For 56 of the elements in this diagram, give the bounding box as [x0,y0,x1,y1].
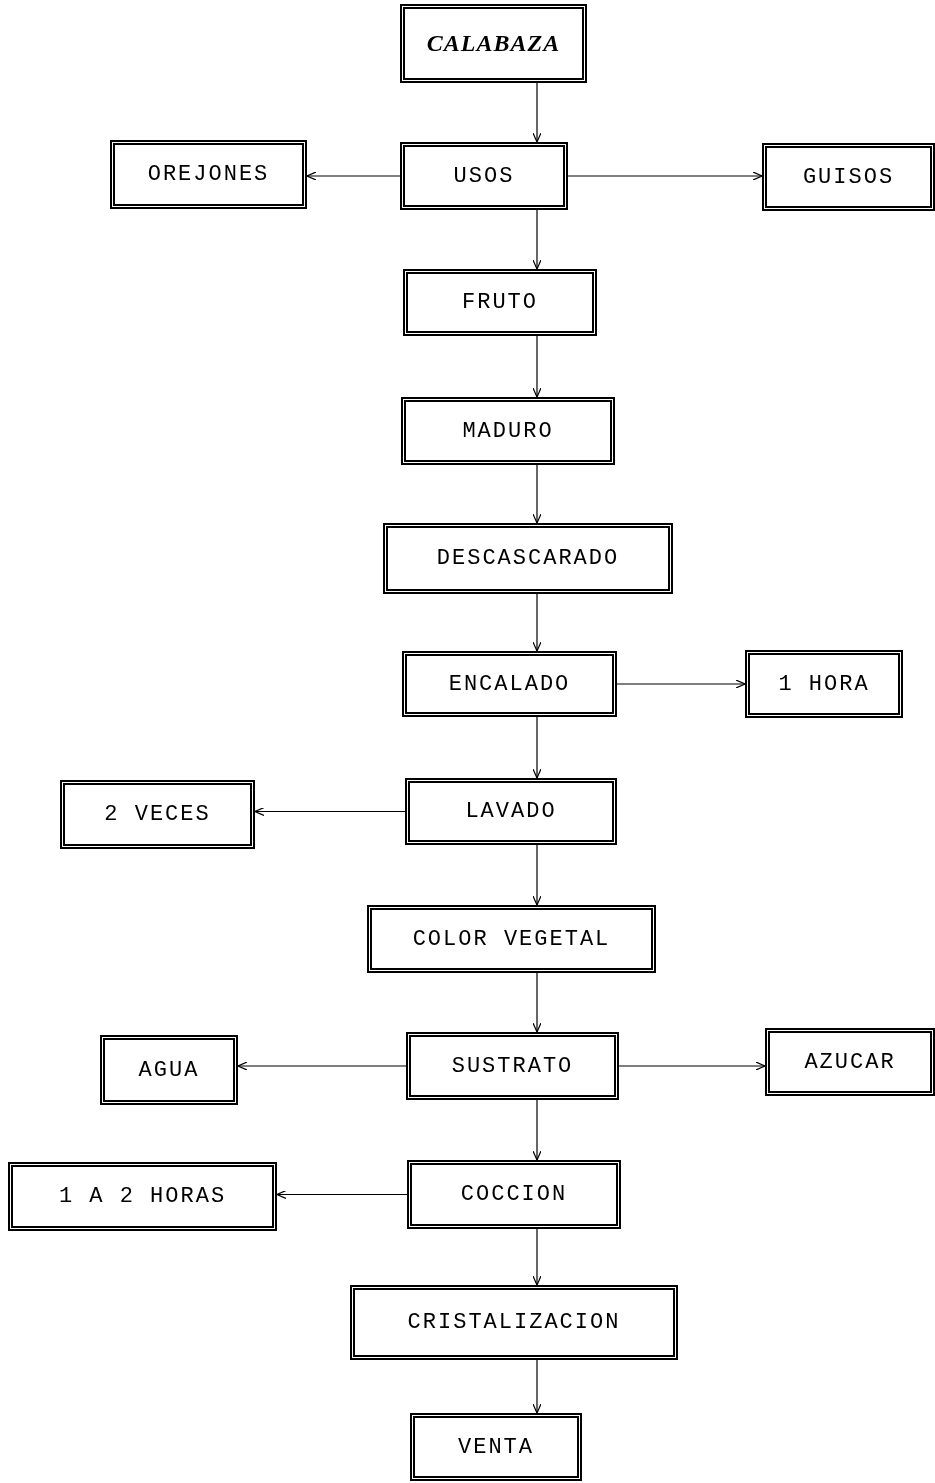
process-box [383,523,673,594]
box-label: CALABAZA [426,30,561,57]
process-box [405,778,617,845]
arrow [532,1228,542,1286]
process-box [8,1162,277,1231]
arrow [532,335,542,398]
box-label: OREJONES [147,162,270,187]
arrow [616,679,746,689]
process-box [402,651,617,717]
arrow [276,1189,408,1200]
box-label: GUISOS [802,164,895,190]
process-box [401,397,615,465]
box-label: VENTA [458,1434,534,1460]
process-box [745,650,903,718]
box-label: AGUA [138,1057,200,1083]
process-box [110,140,307,209]
box-label: DESCASCARADO [436,546,620,571]
process-box [400,142,568,210]
process-box [406,1032,619,1100]
arrow [567,171,763,181]
arrow [532,972,542,1033]
arrow [532,464,542,524]
arrow [237,1061,407,1071]
box-label: SUSTRATO [451,1053,574,1079]
process-box [367,905,656,973]
box-label: 2 VECES [104,802,211,827]
process-box [403,269,597,336]
process-box [765,1028,935,1096]
box-label: COCCION [460,1182,568,1207]
arrow [618,1061,766,1071]
process-box [762,143,935,211]
process-box [100,1035,238,1105]
arrow [532,844,542,906]
arrow [532,716,542,779]
arrow [532,1099,542,1161]
box-label: AZUCAR [804,1049,896,1075]
process-box [410,1413,582,1481]
box-label: USOS [453,163,515,189]
process-box [60,780,255,849]
box-label: 1 HORA [778,671,870,697]
process-box [400,4,587,83]
box-label: COLOR VEGETAL [412,926,611,952]
arrow [306,171,401,181]
arrow [532,1359,542,1414]
arrow [532,593,542,652]
process-box [407,1160,621,1229]
box-label: ENCALADO [448,671,571,697]
arrow [254,806,406,817]
box-label: CRISTALIZACION [407,1310,621,1335]
arrow [532,209,542,270]
process-box [350,1285,678,1360]
box-label: MADURO [462,418,554,444]
box-label: LAVADO [465,799,557,824]
box-label: 1 A 2 HORAS [58,1184,227,1209]
arrow [532,82,542,143]
box-label: FRUTO [462,290,538,315]
